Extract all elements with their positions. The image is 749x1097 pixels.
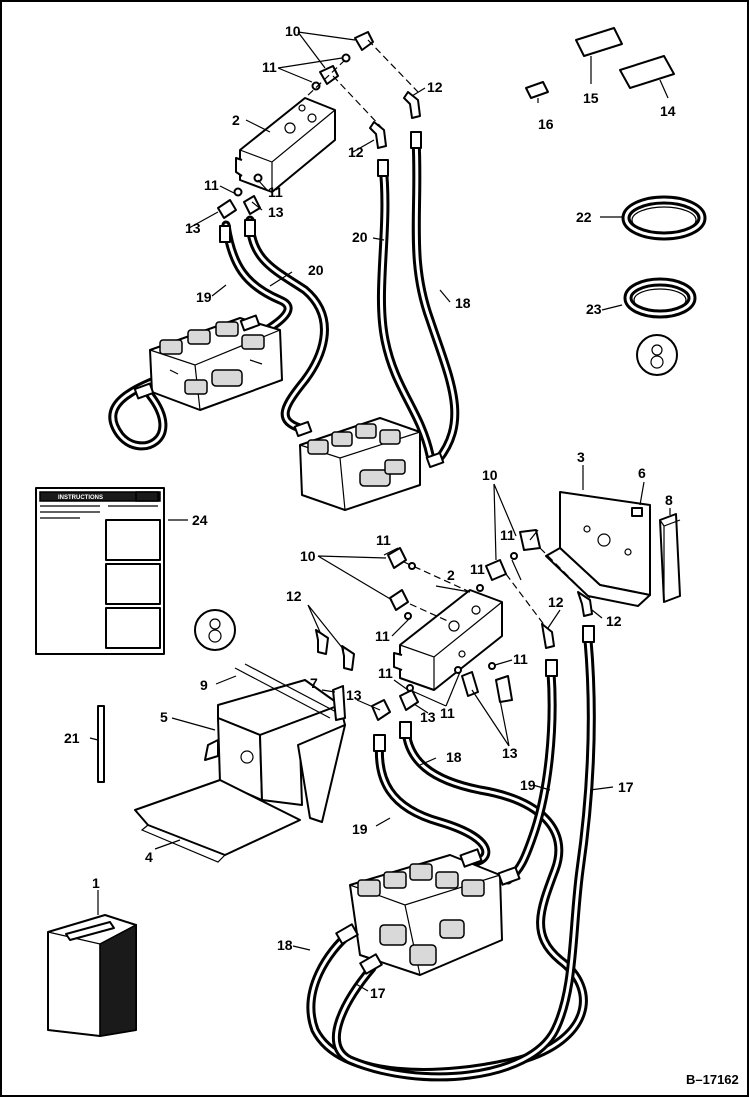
- callout-8: 8: [665, 492, 673, 508]
- callout-11: 11: [500, 527, 515, 543]
- lower-control-valve: [335, 848, 521, 976]
- spacer-bar: [659, 513, 681, 603]
- callout-13: 13: [420, 709, 436, 725]
- callout-23: 23: [586, 301, 602, 317]
- callout-17: 17: [370, 985, 386, 1001]
- callout-12: 12: [286, 588, 302, 604]
- callout-4: 4: [145, 849, 153, 865]
- callout-20: 20: [352, 229, 368, 245]
- callout-16: 16: [538, 116, 554, 132]
- callout-1: 1: [92, 875, 100, 891]
- callout-3: 3: [577, 449, 585, 465]
- callout-12: 12: [548, 594, 564, 610]
- callout-19: 19: [352, 821, 368, 837]
- callout-2: 2: [447, 567, 455, 583]
- upper-fittings: [217, 31, 421, 219]
- callout-18: 18: [277, 937, 293, 953]
- callout-21: 21: [64, 730, 80, 746]
- upper-right-control-valve: [293, 417, 445, 511]
- callout-13: 13: [502, 745, 518, 761]
- lower-fittings: [315, 529, 593, 721]
- callout-13: 13: [185, 220, 201, 236]
- callout-18: 18: [455, 295, 471, 311]
- callout-20: 20: [308, 262, 324, 278]
- storage-box: [47, 914, 137, 1037]
- callout-11: 11: [375, 628, 390, 644]
- floor-plate: [134, 779, 301, 863]
- callout-2: 2: [232, 112, 240, 128]
- callout-labels: 1 2 2 3 4 5 6 7 8 9 10 10 10 11 11 11 11…: [64, 23, 676, 1001]
- upper-left-control-valve: [133, 314, 283, 411]
- callout-11: 11: [204, 177, 219, 193]
- mounting-bracket: [545, 491, 651, 607]
- callout-10: 10: [300, 548, 316, 564]
- callout-10: 10: [482, 467, 498, 483]
- lower-hoses: [306, 625, 596, 1082]
- lower-valve-block: [393, 589, 503, 691]
- upper-valve-block: [235, 97, 336, 193]
- leader-lines: [89, 31, 671, 992]
- tie-strap-icon: [194, 334, 678, 651]
- callout-12: 12: [606, 613, 622, 629]
- callout-11: 11: [378, 665, 393, 681]
- callout-11: 11: [470, 561, 485, 577]
- plate-channel: [234, 663, 346, 721]
- callout-11: 11: [262, 59, 277, 75]
- callout-7: 7: [310, 675, 318, 691]
- callout-10: 10: [285, 23, 301, 39]
- callout-17: 17: [618, 779, 634, 795]
- callout-9: 9: [200, 677, 208, 693]
- decal-icon: [525, 27, 675, 99]
- callout-13: 13: [268, 204, 284, 220]
- instruction-card: INSTRUCTIONS: [35, 487, 165, 655]
- pin-rod: [97, 705, 105, 783]
- valve-cover: [204, 679, 346, 823]
- callout-6: 6: [638, 465, 646, 481]
- callout-11: 11: [440, 705, 455, 721]
- figure-id: B–17162: [686, 1072, 739, 1087]
- upper-hoses: [108, 131, 460, 465]
- callout-19: 19: [196, 289, 212, 305]
- callout-19: 19: [520, 777, 536, 793]
- callout-18: 18: [446, 749, 462, 765]
- callout-13: 13: [346, 687, 362, 703]
- callout-24: 24: [192, 512, 208, 528]
- callout-22: 22: [576, 209, 592, 225]
- callout-12: 12: [427, 79, 443, 95]
- callout-14: 14: [660, 103, 676, 119]
- callout-5: 5: [160, 709, 168, 725]
- callout-11: 11: [268, 184, 283, 200]
- callout-11: 11: [376, 532, 391, 548]
- callout-11: 11: [513, 651, 528, 667]
- instruction-card-heading: INSTRUCTIONS: [58, 495, 103, 501]
- hose-coil-icon: [621, 195, 707, 319]
- callout-12: 12: [348, 144, 364, 160]
- callout-15: 15: [583, 90, 599, 106]
